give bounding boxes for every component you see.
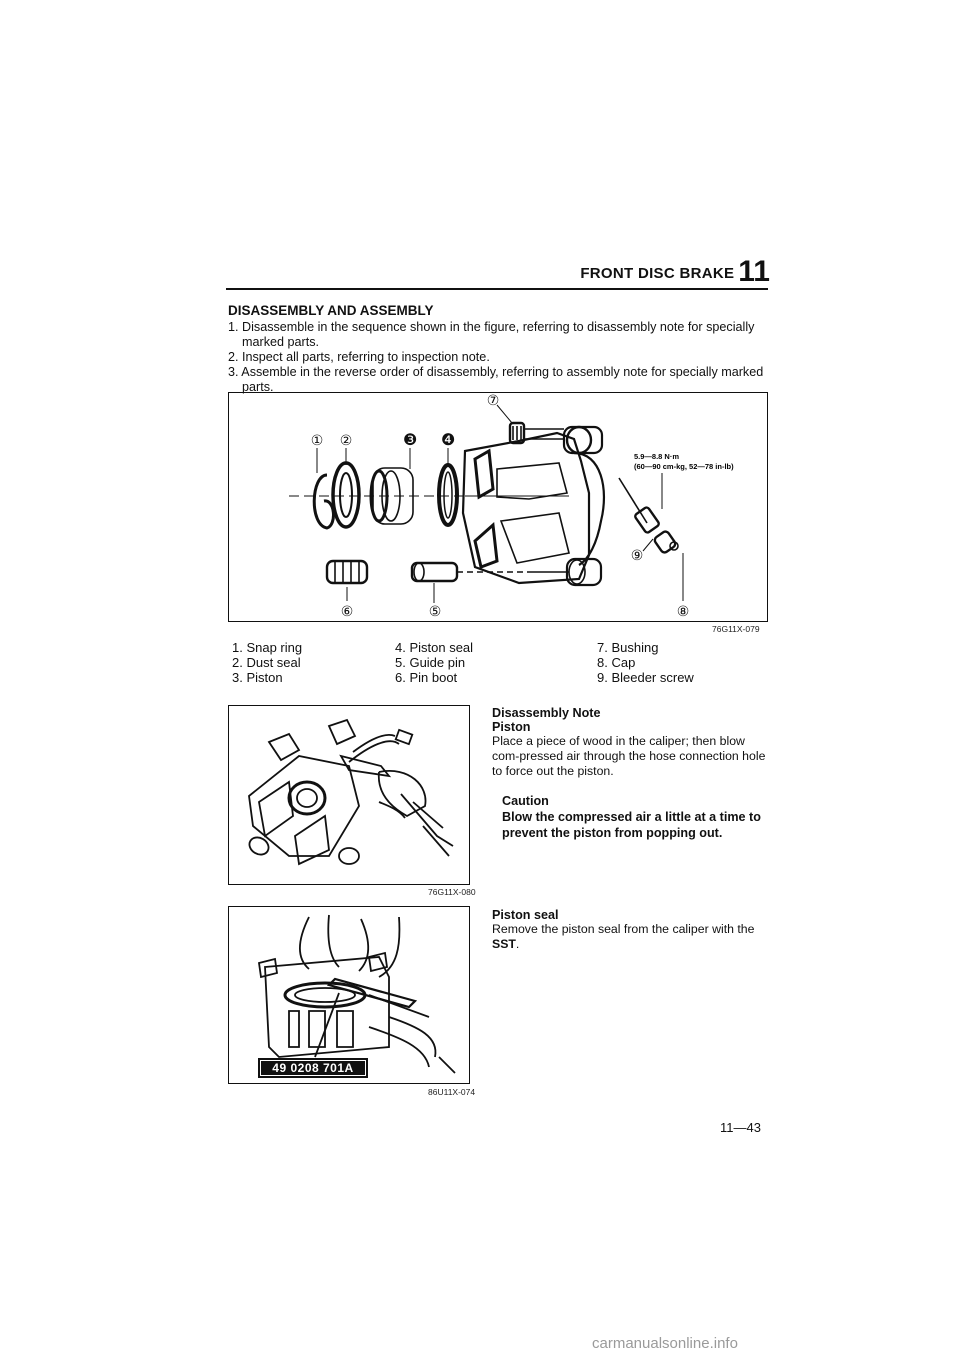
parts-legend-item: 4. Piston seal (395, 640, 474, 655)
parts-legend-item: 1. Snap ring (232, 640, 303, 655)
note-heading: Piston seal (492, 908, 559, 922)
section-title: FRONT DISC BRAKE (580, 265, 735, 282)
note-text: Place a piece of wood in the caliper; th… (492, 734, 766, 778)
parts-legend-col-3: 7. Bushing 8. Cap 9. Bleeder screw (597, 640, 694, 685)
callout-7: ⑦ (487, 393, 500, 408)
procedure-step: 1. Disassemble in the sequence shown in … (228, 320, 755, 349)
disassembly-note: Disassembly Note Piston Place a piece of… (492, 706, 770, 841)
exploded-view-drawing: ① ② ❸ ❹ ⑤ ⑥ ⑦ ⑧ ⑨ 5.9—8.8 N·m (60—90 cm-… (289, 392, 734, 619)
page-number: 11—43 (720, 1120, 761, 1135)
callout-3: ❸ (403, 432, 417, 449)
piston-seal-drawing (257, 914, 456, 1074)
parts-legend-item: 7. Bushing (597, 640, 659, 655)
parts-legend-item: 6. Pin boot (395, 670, 458, 685)
torque-spec: 5.9—8.8 N·m (634, 452, 679, 461)
caution-text: Blow the compressed air a little at a ti… (502, 810, 761, 840)
note-subheading: Piston (492, 720, 531, 734)
parts-legend-item: 5. Guide pin (395, 655, 466, 670)
note-heading: Disassembly Note (492, 706, 601, 720)
procedure-steps: 1. Disassemble in the sequence shown in … (228, 320, 768, 395)
parts-legend-item: 2. Dust seal (232, 655, 301, 670)
callout-1: ① (311, 432, 324, 448)
sst-term: SST (492, 937, 516, 951)
callout-4: ❹ (441, 432, 455, 449)
piston-seal-removal-illustration (228, 906, 470, 1084)
piston-seal-note: Piston seal Remove the piston seal from … (492, 908, 782, 952)
note-text: Remove the piston seal from the caliper … (492, 922, 755, 936)
procedure-heading: DISASSEMBLY AND ASSEMBLY (228, 303, 434, 318)
figure-code: 86U11X-074 (428, 1087, 476, 1097)
watermark-text: carmanualsonline.info (592, 1335, 738, 1352)
header-divider (226, 288, 768, 290)
parts-legend-item: 8. Cap (597, 655, 636, 670)
procedure-step: 3. Assemble in the reverse order of disa… (228, 365, 764, 394)
parts-legend-item: 3. Piston (232, 670, 283, 685)
callout-5: ⑤ (429, 603, 442, 619)
caution-heading: Caution (502, 794, 549, 808)
caliper-air-drawing (248, 718, 454, 866)
sst-number-badge: 49 0208 701A (258, 1058, 368, 1078)
callout-2: ② (340, 432, 353, 448)
figure-code: 76G11X-079 (712, 624, 760, 634)
figure-code: 76G11X-080 (428, 887, 476, 897)
parts-legend-item: 9. Bleeder screw (597, 670, 694, 685)
parts-legend-col-1: 1. Snap ring 2. Dust seal 3. Piston (232, 640, 302, 685)
section-number: 11 (738, 255, 770, 288)
parts-legend-col-2: 4. Piston seal 5. Guide pin 6. Pin boot (395, 640, 473, 685)
callout-9: ⑨ (631, 547, 644, 563)
sst-number: 49 0208 701A (261, 1061, 365, 1075)
torque-spec-alt-units: (60—90 cm-kg, 52—78 in-lb) (634, 462, 734, 471)
exploded-view-figure: ① ② ❸ ❹ ⑤ ⑥ ⑦ ⑧ ⑨ 5.9—8.8 N·m (60—90 cm-… (228, 392, 768, 622)
callout-8: ⑧ (677, 603, 690, 619)
note-text-end: . (515, 937, 520, 951)
callout-6: ⑥ (341, 603, 354, 619)
compressed-air-illustration (228, 705, 470, 885)
procedure-step: 2. Inspect all parts, referring to inspe… (228, 350, 490, 364)
